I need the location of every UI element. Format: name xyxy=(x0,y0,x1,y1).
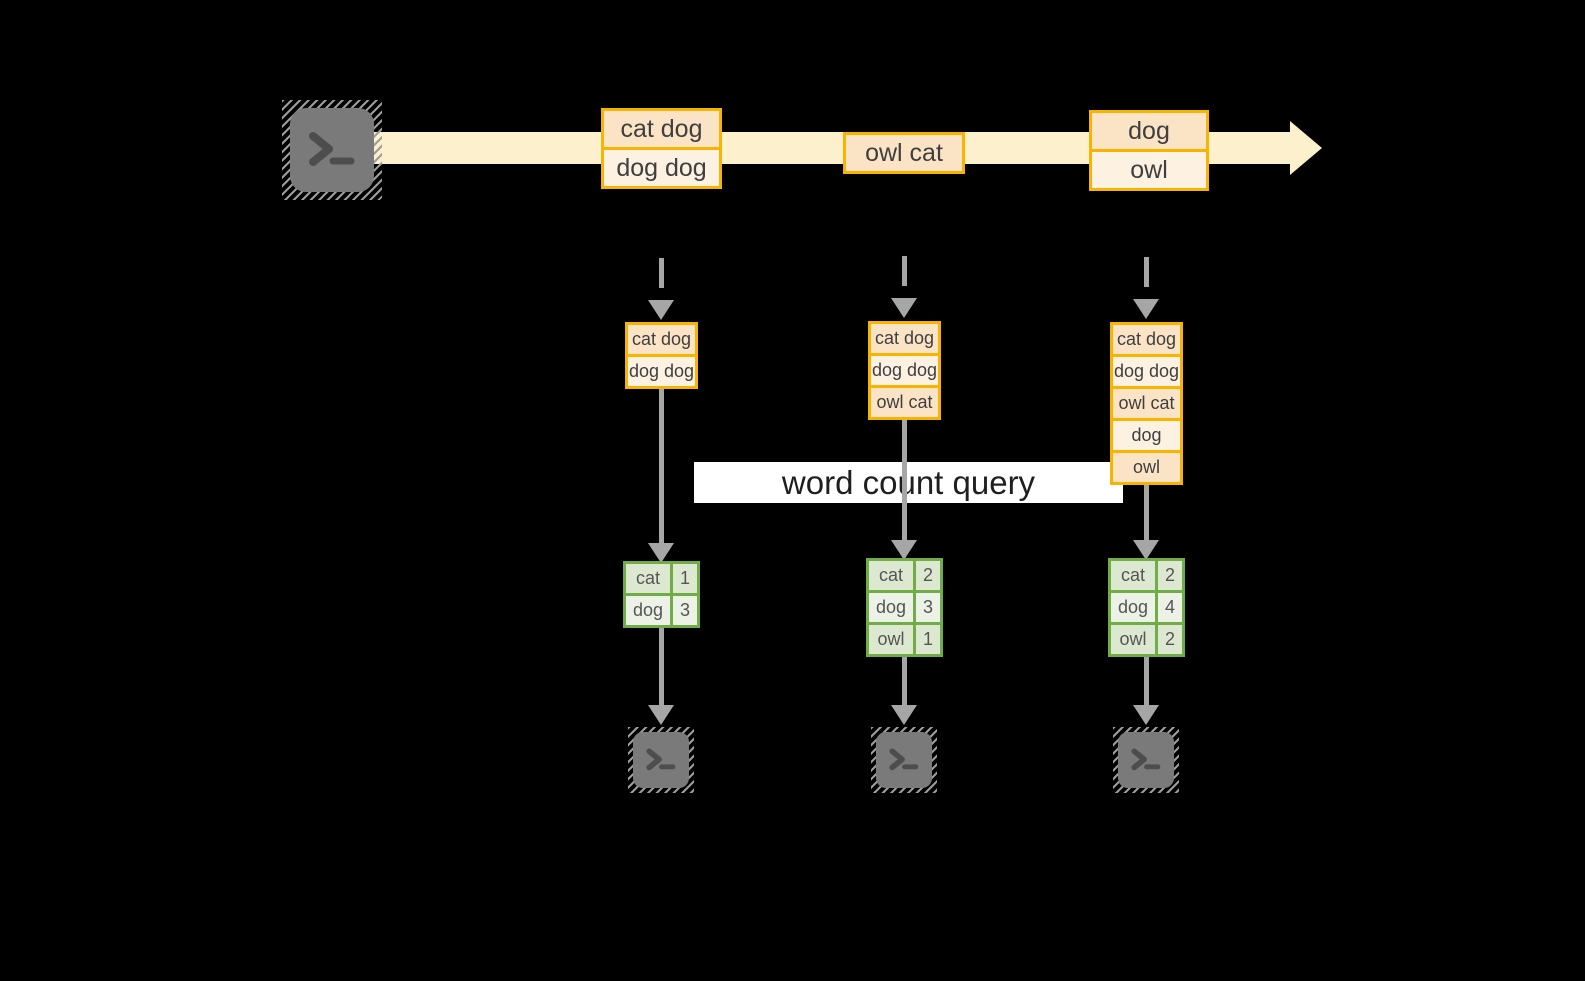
arrowhead-icon xyxy=(891,705,917,725)
count-value: 1 xyxy=(916,625,940,654)
dashed-arrowhead-icon xyxy=(1133,299,1159,319)
state-line: owl cat xyxy=(1113,386,1180,418)
count-row: dog 3 xyxy=(626,596,697,625)
count-word: owl xyxy=(869,625,913,654)
count-row: cat 2 xyxy=(869,561,940,590)
count-row: dog 4 xyxy=(1111,593,1182,622)
arrowhead-icon xyxy=(1133,540,1159,560)
terminal-prompt-icon xyxy=(1118,732,1174,788)
count-value: 2 xyxy=(916,561,940,590)
state-line: cat dog xyxy=(871,324,938,353)
arrowhead-icon xyxy=(648,705,674,725)
count-row: cat 1 xyxy=(626,564,697,593)
count-table-1: cat 1 dog 3 xyxy=(623,561,700,628)
count-table-2: cat 2 dog 3 owl 1 xyxy=(866,558,943,657)
query-banner: word count query xyxy=(694,462,1123,503)
count-value: 2 xyxy=(1158,561,1182,590)
terminal-prompt-icon xyxy=(290,108,374,192)
count-row: cat 2 xyxy=(1111,561,1182,590)
count-value: 2 xyxy=(1158,625,1182,654)
event-line: owl xyxy=(1092,149,1206,188)
count-value: 4 xyxy=(1158,593,1182,622)
event-line: owl cat xyxy=(846,135,962,171)
sink-terminal-icon xyxy=(628,727,694,793)
arrow-icon xyxy=(659,628,664,707)
state-box-1: cat dog dog dog xyxy=(625,322,698,389)
state-box-2: cat dog dog dog owl cat xyxy=(868,321,941,420)
arrow-icon xyxy=(1144,656,1149,707)
count-word: cat xyxy=(626,564,670,593)
dashed-arrowhead-icon xyxy=(648,300,674,320)
arrow-icon xyxy=(902,656,907,707)
arrow-icon xyxy=(902,417,907,540)
terminal-prompt-icon xyxy=(633,732,689,788)
event-box-1: cat dog dog dog xyxy=(601,108,722,189)
state-line: cat dog xyxy=(1113,325,1180,354)
state-line: owl xyxy=(1113,450,1180,482)
count-word: dog xyxy=(869,593,913,622)
dashed-arrow-icon xyxy=(902,256,907,286)
query-banner-label: word count query xyxy=(781,463,1036,501)
count-table-3: cat 2 dog 4 owl 2 xyxy=(1108,558,1185,657)
state-line: dog dog xyxy=(628,354,695,386)
count-row: owl 2 xyxy=(1111,625,1182,654)
count-value: 1 xyxy=(673,564,697,593)
arrowhead-icon xyxy=(1133,705,1159,725)
stream-arrowhead-icon xyxy=(1290,121,1322,175)
count-row: dog 3 xyxy=(869,593,940,622)
count-row: owl 1 xyxy=(869,625,940,654)
source-terminal-icon xyxy=(282,100,382,200)
event-box-3: dog owl xyxy=(1089,110,1209,191)
terminal-prompt-icon xyxy=(876,732,932,788)
arrow-icon xyxy=(1144,483,1149,540)
dashed-arrow-icon xyxy=(659,258,664,288)
count-word: dog xyxy=(1111,593,1155,622)
state-line: dog dog xyxy=(871,353,938,385)
count-word: dog xyxy=(626,596,670,625)
event-line: dog xyxy=(1092,113,1206,149)
count-word: cat xyxy=(869,561,913,590)
dashed-arrowhead-icon xyxy=(891,298,917,318)
state-line: dog dog xyxy=(1113,354,1180,386)
arrowhead-icon xyxy=(891,540,917,560)
count-word: owl xyxy=(1111,625,1155,654)
state-line: owl cat xyxy=(871,385,938,417)
state-line: dog xyxy=(1113,418,1180,450)
dashed-arrow-icon xyxy=(1144,257,1149,287)
event-line: dog dog xyxy=(604,147,719,186)
count-word: cat xyxy=(1111,561,1155,590)
arrowhead-icon xyxy=(648,543,674,563)
count-value: 3 xyxy=(673,596,697,625)
event-box-2: owl cat xyxy=(843,132,965,174)
state-line: cat dog xyxy=(628,325,695,354)
sink-terminal-icon xyxy=(871,727,937,793)
state-box-3: cat dog dog dog owl cat dog owl xyxy=(1110,322,1183,485)
arrow-icon xyxy=(659,387,664,545)
event-line: cat dog xyxy=(604,111,719,147)
sink-terminal-icon xyxy=(1113,727,1179,793)
count-value: 3 xyxy=(916,593,940,622)
